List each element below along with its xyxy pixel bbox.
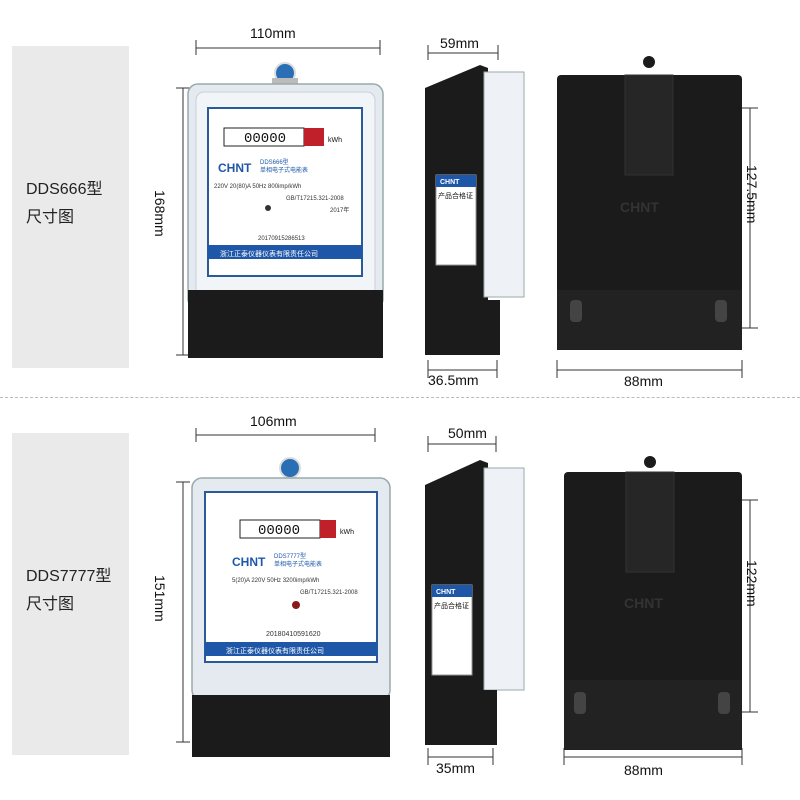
- side-label-title: 产品合格证: [438, 191, 473, 200]
- dim-label-front-height: 151mm: [152, 575, 168, 622]
- dim-label-back-height: 122mm: [744, 560, 760, 607]
- meter-side-dds666: [425, 65, 525, 355]
- dim-back-height-bottom: [742, 499, 758, 713]
- dim-label-front-width: 106mm: [250, 413, 297, 429]
- meter-back-dds7777: [564, 456, 742, 750]
- unit-label: kWh: [340, 529, 354, 536]
- meter-back-dds666: [557, 56, 742, 350]
- model-name: DDS7777型: [26, 568, 112, 585]
- dim-label-side-base: 36.5mm: [428, 372, 479, 388]
- counter-display: 00000: [244, 131, 286, 147]
- meter-front-dds666: [187, 62, 384, 358]
- meter-subtitle: 单相电子式电能表: [274, 560, 322, 568]
- dim-back-width-bottom: [563, 748, 743, 765]
- dim-label-front-height: 168mm: [152, 190, 168, 237]
- dim-back-height-top: [742, 107, 758, 329]
- dim-label-side-base: 35mm: [436, 760, 475, 776]
- back-logo: CHNT: [620, 199, 659, 215]
- meter-serial: 20180410591620: [266, 631, 321, 638]
- back-logo: CHNT: [624, 595, 663, 611]
- model-caption: 尺寸图: [26, 209, 75, 226]
- side-label-brand: CHNT: [440, 179, 460, 186]
- dim-label-back-height: 127.5mm: [744, 165, 760, 224]
- model-caption: 尺寸图: [26, 596, 75, 613]
- meter-model: DDS7777型: [274, 552, 306, 560]
- dim-back-width-top: [556, 360, 743, 378]
- dim-front-width-bottom: [195, 428, 376, 442]
- model-label-dds666: DDS666型 尺寸图: [12, 46, 129, 368]
- unit-label: kWh: [328, 137, 342, 144]
- meter-model: DDS666型: [260, 158, 289, 166]
- section-divider: [0, 397, 800, 398]
- dim-side-width-top: [427, 45, 499, 378]
- dim-front-height-top: [176, 87, 190, 356]
- dim-label-front-width: 110mm: [250, 25, 296, 41]
- meter-serial: 20170915286513: [258, 236, 305, 242]
- brand-logo: CHNT: [218, 161, 252, 175]
- meter-year: 2017年: [330, 206, 349, 214]
- dim-label-side-width: 50mm: [448, 425, 487, 441]
- meter-side-dds7777: [425, 460, 525, 745]
- dim-front-width-top: [195, 40, 381, 55]
- brand-logo: CHNT: [232, 555, 266, 569]
- side-label-title: 产品合格证: [434, 601, 469, 610]
- meter-standard: GB/T17215.321-2008: [286, 196, 344, 202]
- dim-label-back-width: 88mm: [624, 373, 663, 389]
- meter-maker: 浙江正泰仪器仪表有限责任公司: [220, 249, 318, 258]
- meter-rating: 220V 20(80)A 50Hz 800imp/kWh: [214, 184, 301, 190]
- meter-subtitle: 单相电子式电能表: [260, 166, 308, 174]
- counter-display: 00000: [258, 523, 300, 539]
- meter-rating: 5(20)A 220V 50Hz 3200imp/kWh: [232, 578, 319, 584]
- model-name: DDS666型: [26, 181, 103, 198]
- dim-label-back-width: 88mm: [624, 762, 663, 778]
- dim-side-width-bottom: [427, 436, 497, 765]
- dim-label-side-width: 59mm: [440, 35, 479, 51]
- meter-standard: GB/T17215.321-2008: [300, 590, 358, 596]
- side-label-brand: CHNT: [436, 589, 456, 596]
- meter-front-dds7777: [191, 457, 391, 757]
- meter-maker: 浙江正泰仪器仪表有限责任公司: [226, 646, 324, 655]
- dim-front-height-bottom: [176, 481, 190, 743]
- model-label-dds7777: DDS7777型 尺寸图: [12, 433, 129, 755]
